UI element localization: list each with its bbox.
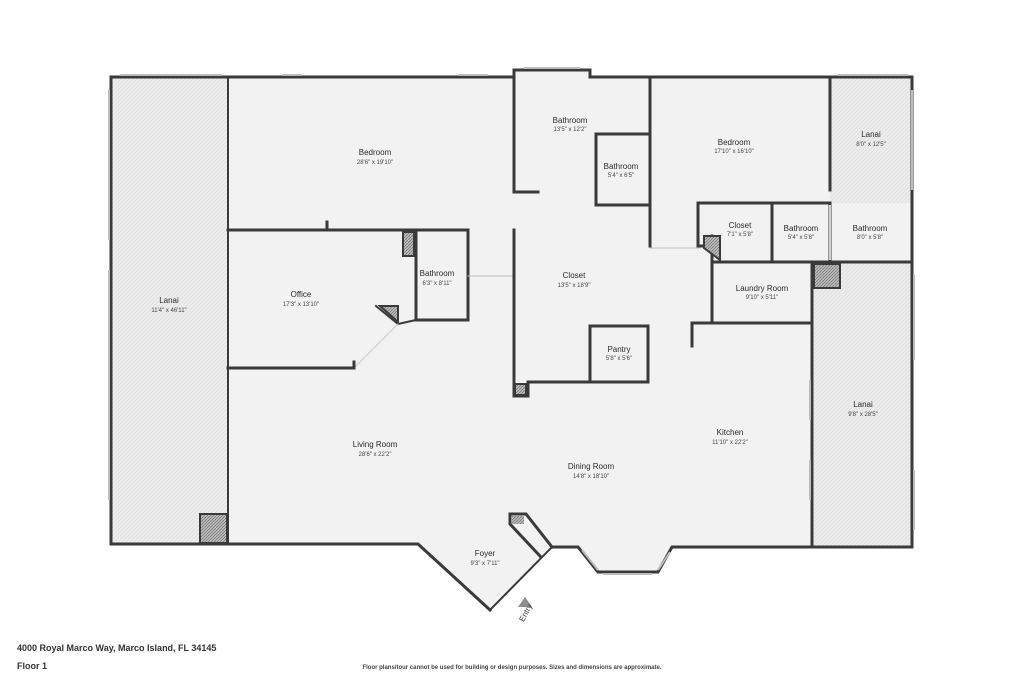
- room-dims-bathroom-top: 13'5" x 12'2": [554, 127, 587, 133]
- room-name-bedroom-2: Bedroom: [718, 138, 751, 147]
- room-dims-laundry: 9'10" x 5'11": [746, 295, 778, 301]
- room-dims-bathroom-right: 8'0" x 5'8": [857, 235, 883, 241]
- room-name-lanai-west: Lanai: [159, 296, 179, 305]
- floor-label: Floor 1: [17, 661, 48, 671]
- hatched-shafts: [199, 231, 841, 544]
- shaft-foyer: [512, 516, 524, 524]
- entry-arrow-icon: [518, 597, 532, 607]
- room-name-laundry: Laundry Room: [736, 284, 789, 293]
- room-dims-lanai-west: 11'4" x 46'11": [151, 308, 186, 314]
- room-name-foyer: Foyer: [475, 549, 496, 558]
- shaft-laundry: [813, 263, 841, 289]
- lanai-west-area: [111, 77, 227, 544]
- shaft-southwest: [199, 513, 228, 544]
- room-dims-closet-right: 7'1" x 5'8": [727, 232, 753, 238]
- room-name-bathroom-inner: Bathroom: [604, 162, 639, 171]
- room-name-bathroom-mid: Bathroom: [784, 224, 819, 233]
- room-dims-lanai-east: 9'8" x 28'5": [848, 412, 878, 418]
- room-dims-bedroom-2: 17'10" x 16'10": [714, 149, 754, 155]
- room-dims-lanai-ne: 8'0" x 12'5": [856, 142, 886, 148]
- room-dims-dining: 14'8" x 18'10": [573, 474, 609, 480]
- room-name-closet-center: Closet: [563, 271, 586, 280]
- room-dims-kitchen: 11'10" x 22'2": [712, 440, 748, 446]
- interior-floor: [228, 71, 912, 610]
- room-dims-closet-center: 13'5" x 18'9": [558, 283, 591, 289]
- entry-marker: Entry: [517, 597, 534, 623]
- room-dims-foyer: 9'3" x 7'11": [470, 561, 499, 567]
- room-dims-office: 17'3" x 13'10": [283, 302, 319, 308]
- windows: [108, 67, 915, 575]
- lanai-areas: [111, 77, 912, 547]
- shaft-office: [402, 231, 415, 257]
- room-dims-bathroom-inner: 5'4" x 6'5": [608, 173, 634, 179]
- shaft-center: [514, 383, 527, 396]
- room-name-lanai-east: Lanai: [853, 400, 873, 409]
- room-name-bathroom-top: Bathroom: [553, 116, 588, 125]
- room-name-dining: Dining Room: [568, 462, 615, 471]
- room-name-lanai-ne: Lanai: [861, 130, 881, 139]
- room-name-pantry: Pantry: [607, 345, 630, 354]
- lanai-ne-area: [830, 77, 912, 203]
- room-dims-bedroom-1: 28'6" x 19'10": [357, 160, 393, 166]
- disclaimer: Floor plans/tour cannot be used for buil…: [362, 665, 662, 671]
- room-dims-bathroom-small: 6'3" x 8'11": [422, 281, 451, 287]
- property-address: 4000 Royal Marco Way, Marco Island, FL 3…: [17, 643, 217, 653]
- room-name-bathroom-right: Bathroom: [853, 224, 888, 233]
- room-dims-pantry: 5'8" x 5'6": [606, 356, 632, 362]
- room-name-closet-right: Closet: [729, 221, 752, 230]
- room-name-kitchen: Kitchen: [717, 428, 744, 437]
- shaft-office-corner: [377, 305, 399, 325]
- lanai-east-area: [814, 263, 912, 547]
- shaft-closet: [703, 235, 721, 262]
- room-name-office: Office: [291, 290, 312, 299]
- room-name-living: Living Room: [353, 440, 398, 449]
- room-labels: Lanai 11'4" x 46'11" Bedroom 28'6" x 19'…: [151, 116, 887, 567]
- room-name-bathroom-small: Bathroom: [420, 269, 455, 278]
- room-name-bedroom-1: Bedroom: [359, 148, 392, 157]
- room-dims-living: 28'6" x 22'2": [359, 452, 392, 458]
- room-dims-bathroom-mid: 5'4" x 5'8": [788, 235, 814, 241]
